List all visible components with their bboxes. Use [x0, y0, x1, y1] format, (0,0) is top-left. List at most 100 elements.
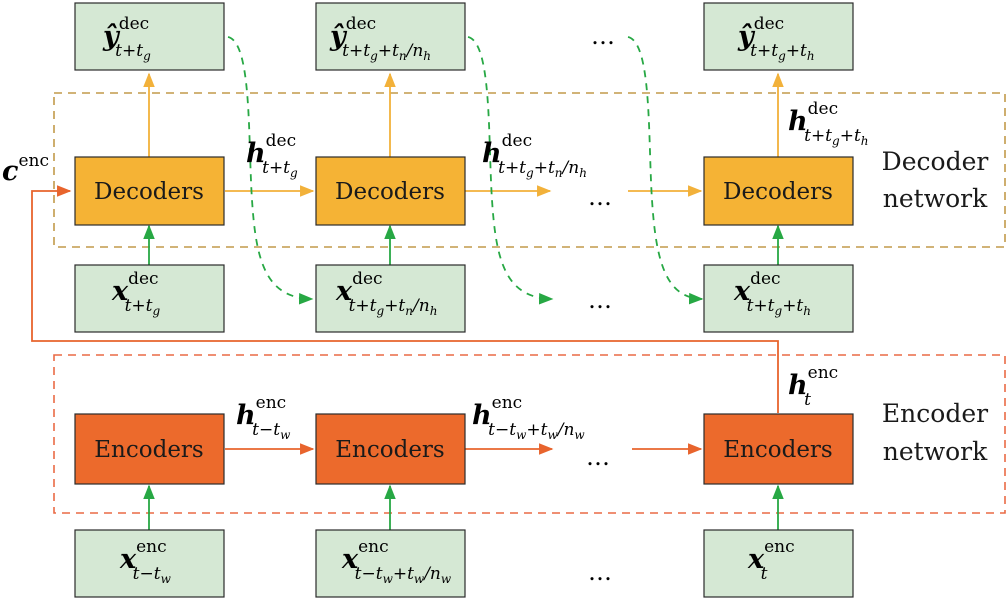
sub-plus-t: +t	[384, 296, 405, 316]
sym-h: h	[246, 138, 266, 169]
sub-w: w	[280, 428, 291, 442]
encoder-input-box-2	[315, 529, 466, 598]
sup-enc: enc	[18, 151, 49, 171]
sub-plus-t: +t	[786, 41, 807, 61]
sym-y: ŷ	[737, 21, 756, 52]
sup-dec: dec	[346, 14, 376, 34]
sub-plus-t: +t	[534, 158, 555, 178]
encoder-block-3	[703, 413, 854, 485]
sym-c: c	[2, 156, 18, 187]
decoder-input-box-3	[703, 264, 854, 333]
ellipsis-encoder-input-row: …	[588, 558, 612, 586]
sub-t-tg: t+t	[747, 296, 775, 316]
sub-w: w	[441, 572, 452, 586]
sub-t-tg: t+t	[349, 296, 377, 316]
sup-enc: enc	[358, 537, 389, 557]
sub-h: h	[807, 49, 815, 63]
output-box-2	[315, 2, 466, 71]
sup-enc: enc	[764, 537, 795, 557]
sub-w: w	[574, 428, 585, 442]
sup-dec: dec	[128, 269, 158, 289]
sub-g: g	[832, 134, 840, 148]
sub-slash-n: /n	[405, 41, 424, 61]
sup-enc: enc	[136, 537, 167, 557]
sub-h: h	[423, 49, 431, 63]
sub-t-tw: t−t	[488, 420, 516, 440]
sub-w: w	[414, 572, 425, 586]
output-box-3	[703, 2, 854, 71]
output-box-1	[74, 2, 225, 71]
sub-t: t	[761, 564, 768, 584]
label-c-enc: cenc	[2, 151, 49, 187]
sub-slash-n: /n	[556, 420, 575, 440]
sym-h: h	[788, 106, 808, 137]
encoder-block-2-label: Encoders	[335, 437, 444, 463]
sub-slash-n: /n	[422, 564, 441, 584]
decoder-block-2-label: Decoders	[335, 179, 445, 205]
sym-h: h	[788, 370, 808, 401]
label-x-enc-t: xenc t	[747, 537, 795, 584]
encoder-block-3-label: Encoders	[723, 437, 832, 463]
sup-enc: enc	[808, 363, 839, 383]
sup-dec: dec	[808, 99, 838, 119]
sub-slash-n: /n	[411, 296, 430, 316]
sub-t-tw: t−t	[252, 420, 280, 440]
sym-y: ŷ	[329, 21, 348, 52]
sym-x: x	[341, 544, 359, 575]
sym-x: x	[335, 276, 353, 307]
sub-w: w	[383, 572, 394, 586]
sym-y: ŷ	[102, 21, 121, 52]
encoder-input-box-3	[703, 529, 854, 598]
decoder-block-3	[703, 156, 854, 226]
decoder-network-label-line2: network	[883, 184, 988, 213]
sym-x: x	[747, 544, 765, 575]
sym-h: h	[472, 400, 492, 431]
sup-enc: enc	[492, 393, 523, 413]
encoder-block-1-label: Encoders	[94, 437, 203, 463]
sub-w: w	[161, 572, 172, 586]
sub-t-tw: t−t	[355, 564, 383, 584]
sym-h: h	[482, 138, 502, 169]
sub-n: n	[555, 166, 563, 180]
sub-h: h	[430, 304, 438, 318]
sub-plus-t: +t	[840, 126, 861, 146]
sub-g: g	[370, 49, 378, 63]
sym-h: h	[236, 400, 256, 431]
encoder-block-1	[74, 413, 225, 485]
sub-t-tg: t+t	[115, 41, 143, 61]
sub-t-tg: t+t	[125, 296, 153, 316]
decoder-block-2	[315, 156, 466, 226]
sub-plus-t: +t	[526, 420, 547, 440]
sub-n: n	[399, 49, 407, 63]
decoder-input-box-1	[74, 264, 225, 333]
sub-n: n	[405, 304, 413, 318]
sub-t-tg: t+t	[498, 158, 526, 178]
sub-plus-t: +t	[782, 296, 803, 316]
ellipsis-decoder-input-row: …	[588, 286, 612, 314]
decoder-input-box-2	[315, 264, 466, 333]
sub-t-tg: t+t	[804, 126, 832, 146]
sub-plus-t: +t	[393, 564, 414, 584]
sub-g: g	[143, 49, 151, 63]
ellipsis-encoder-row: …	[586, 443, 610, 471]
sub-t-tw: t−t	[133, 564, 161, 584]
ellipsis-decoder-row: …	[588, 183, 612, 211]
sub-g: g	[775, 304, 783, 318]
sup-dec: dec	[502, 131, 532, 151]
sub-slash-n: /n	[561, 158, 580, 178]
sub-h: h	[803, 304, 811, 318]
sub-w: w	[516, 428, 527, 442]
decoder-block-3-label: Decoders	[723, 179, 833, 205]
sub-g: g	[153, 304, 161, 318]
decoder-network-label-line1: Decoder	[882, 147, 989, 176]
feedback-y1-to-x2	[227, 36, 314, 305]
